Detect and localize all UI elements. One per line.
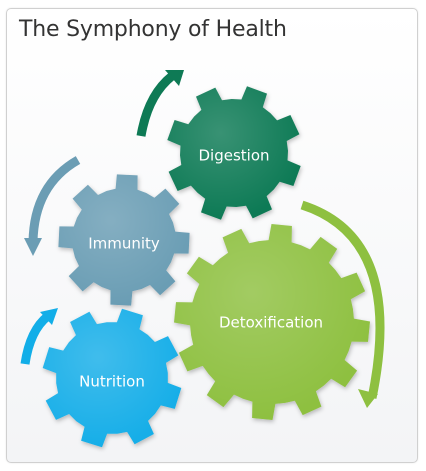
nutrition-gear: Nutrition [42,308,182,448]
gear-label-nutrition: Nutrition [79,373,145,391]
detoxification-gear: Detoxification [174,224,370,420]
immunity-arrow [24,156,81,256]
digestion-gear: Digestion [167,86,301,220]
nutrition-arrow [20,308,58,365]
gear-label-immunity: Immunity [88,235,160,253]
digestion-arrow [136,70,184,137]
gear-label-digestion: Digestion [198,147,269,165]
gear-label-detoxification: Detoxification [219,314,323,332]
detoxification-arrow [300,200,385,408]
page-title: The Symphony of Health [19,17,287,42]
immunity-gear: Immunity [58,174,190,306]
